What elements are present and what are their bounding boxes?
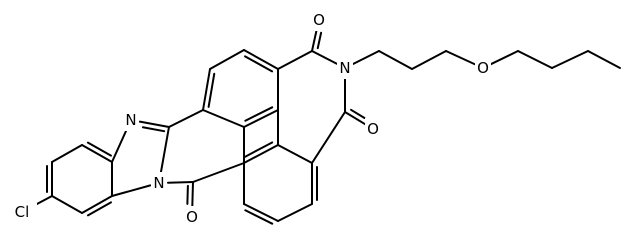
bond-c22-o2 bbox=[344, 111, 367, 126]
bond-c8-o3-double bbox=[186, 184, 189, 205]
atom-o-right: O bbox=[365, 118, 381, 140]
bond-cl-b1 bbox=[33, 195, 53, 207]
atom-n-imide: N bbox=[337, 57, 353, 79]
bond-c9-c10-double bbox=[207, 72, 216, 108]
bond-c8-c16 bbox=[192, 162, 245, 183]
bond-s5-s6 bbox=[551, 50, 589, 69]
atom-o-ether: O bbox=[475, 57, 491, 79]
bond-s1-s2 bbox=[378, 50, 413, 70]
svg-text:O: O bbox=[477, 59, 489, 77]
bond-c11-c12 bbox=[243, 49, 279, 70]
bond-b5-b6 bbox=[51, 144, 83, 163]
bond-s6-s7 bbox=[587, 50, 621, 69]
svg-text:O: O bbox=[186, 208, 198, 226]
bond-b2-b3-double bbox=[86, 201, 112, 217]
bond-c7-c9 bbox=[168, 109, 204, 128]
bond-n3-s1 bbox=[352, 50, 380, 65]
bond-c17-c18-double bbox=[244, 209, 274, 225]
bond-b1-b2 bbox=[51, 195, 83, 214]
bond-n2-c8 bbox=[166, 181, 194, 184]
atom-label-layer: Cl N N N O O O O bbox=[7, 9, 491, 228]
bond-c12-c21 bbox=[277, 50, 313, 70]
bond-c21-o1 bbox=[311, 26, 319, 52]
svg-text:N: N bbox=[153, 174, 164, 192]
bond-c18-c19 bbox=[277, 203, 313, 222]
bond-layer bbox=[33, 26, 621, 225]
atom-o-bottom: O bbox=[184, 206, 200, 228]
bond-b2-b3 bbox=[81, 195, 113, 214]
bond-c13-c14-double bbox=[244, 106, 274, 122]
bond-n2-b3 bbox=[111, 184, 152, 197]
bond-n1-c7 bbox=[138, 120, 170, 128]
svg-text:Cl: Cl bbox=[15, 203, 30, 221]
svg-text:O: O bbox=[313, 11, 325, 29]
bond-b4-n1 bbox=[111, 127, 129, 163]
bond-b4-b5 bbox=[81, 144, 113, 163]
bond-c22-o2-double bbox=[350, 108, 366, 119]
bond-s3-oe bbox=[445, 50, 476, 66]
bond-c22-c20 bbox=[311, 111, 346, 164]
atom-n-fused: N bbox=[151, 172, 167, 194]
bond-c10-c11 bbox=[209, 49, 245, 70]
bond-c21-o1-double bbox=[316, 31, 323, 50]
bond-c20-c15 bbox=[277, 144, 313, 164]
bond-c14-c9 bbox=[202, 109, 245, 128]
bond-oe-s4 bbox=[490, 50, 519, 66]
svg-text:O: O bbox=[367, 120, 379, 138]
atom-o-top: O bbox=[311, 9, 327, 31]
bond-c9-c10 bbox=[202, 68, 211, 111]
bond-c11-c12-double bbox=[244, 55, 274, 73]
atom-cl: Cl bbox=[7, 201, 37, 223]
bond-b4-b5-double bbox=[86, 141, 112, 157]
bond-c13-c14 bbox=[243, 109, 279, 128]
bond-s4-s5 bbox=[517, 50, 553, 69]
bond-c15-c16 bbox=[243, 144, 279, 164]
bond-c17-c18 bbox=[243, 203, 279, 222]
bond-n1-c7-double bbox=[141, 126, 166, 133]
bond-c8-o3 bbox=[191, 181, 194, 210]
bond-c7-n2 bbox=[159, 126, 170, 176]
atom-n-imidazole: N bbox=[123, 109, 139, 131]
bond-c15-c16-double bbox=[244, 141, 274, 158]
bond-c21-n3 bbox=[311, 50, 338, 65]
svg-text:N: N bbox=[125, 111, 136, 129]
svg-text:N: N bbox=[339, 59, 350, 77]
bond-s2-s3 bbox=[411, 50, 447, 70]
